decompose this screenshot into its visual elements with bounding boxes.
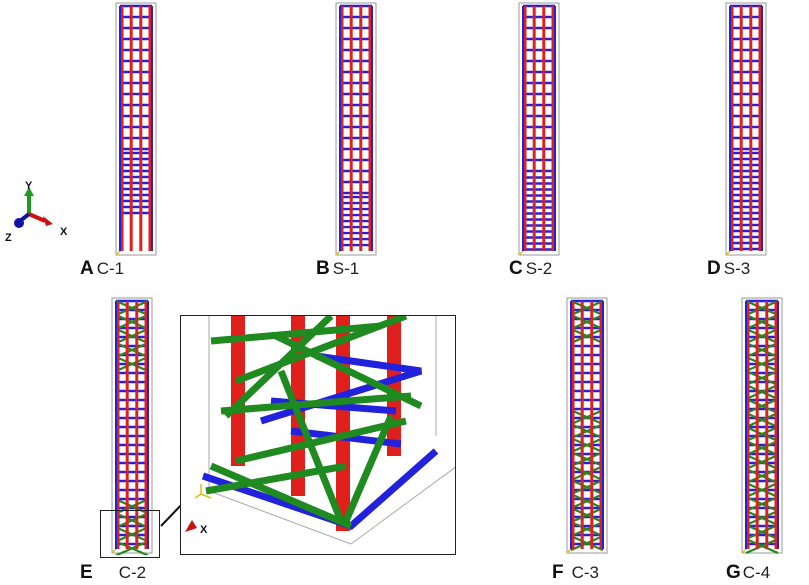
column-figure-s2 [515,2,563,257]
caption-name: C-3 [571,563,600,582]
caption-name: S-3 [723,259,751,278]
caption-f: F C-3 [552,562,599,584]
column-figure-c4 [738,297,786,555]
inset-zoom [180,315,456,555]
column-figure-c2 [108,297,156,555]
caption-name: C-4 [742,563,771,582]
caption-letter: F [552,562,564,583]
column-figure-c3 [563,297,611,555]
caption-letter: D [707,258,721,279]
caption-letter: A [80,258,94,279]
caption-letter: E [80,562,93,583]
caption-letter: G [726,562,741,583]
caption-name: C-2 [118,563,147,582]
axis-x-label: X [60,226,68,238]
column-figure-s3 [722,2,770,257]
caption-e: E C-2 [80,562,146,584]
axis-y-label: Y [25,180,33,192]
caption-name: C-1 [96,259,125,278]
callout-box [100,510,160,558]
caption-letter: C [509,258,523,279]
column-figure-c1 [112,2,160,257]
inset-x-arrow [184,519,198,533]
caption-name: S-2 [525,259,553,278]
axes-triad [0,175,80,245]
caption-name: S-1 [332,259,360,278]
caption-letter: B [316,258,330,279]
axis-z-label: Z [5,232,12,244]
inset-x-label: X [200,524,208,536]
column-figure-s1 [332,2,380,257]
